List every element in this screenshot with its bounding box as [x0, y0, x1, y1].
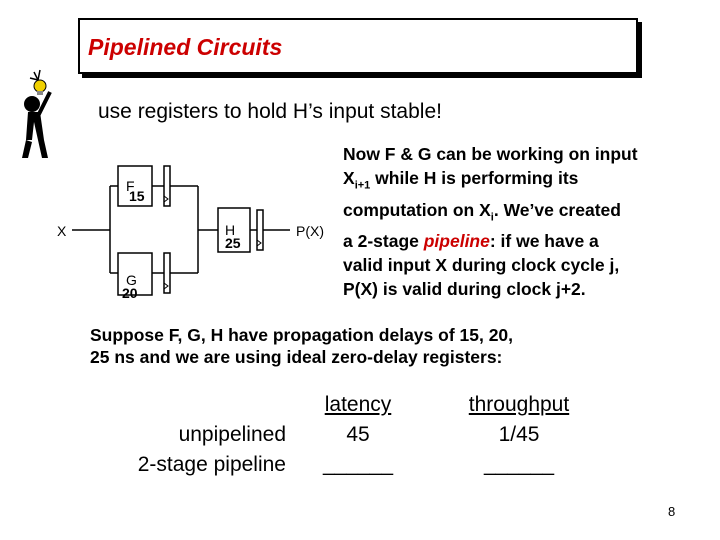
- pipeline-description: Now F & G can be working on input Xi+1 w…: [343, 142, 693, 301]
- desc-line-2: Xi+1 while H is performing its: [343, 168, 579, 192]
- page-number: 8: [668, 504, 676, 519]
- block-h-delay: 25: [225, 235, 241, 251]
- register-f: [163, 165, 171, 207]
- suppose-line-1: Suppose F, G, H have propagation delays …: [90, 325, 514, 345]
- desc-line-6: P(X) is valid during clock j+2.: [343, 279, 586, 299]
- block-g-delay: 20: [122, 285, 138, 301]
- pipeline-term: pipeline: [423, 231, 490, 251]
- suppose-line-2: 25 ns and we are using ideal zero-delay …: [90, 347, 503, 367]
- circuit-wires: [72, 185, 290, 274]
- table-row-labels: unpipelined 2-stage pipeline: [90, 420, 286, 480]
- throughput-header: throughput: [468, 393, 570, 416]
- desc-line-5: valid input X during clock cycle j,: [343, 255, 620, 275]
- thinking-figure-icon: [22, 69, 52, 158]
- throughput-pipeline-blank: ______: [483, 453, 555, 476]
- throughput-column: throughput 1/45 ______: [448, 390, 590, 480]
- latency-header: latency: [324, 393, 392, 416]
- throughput-unpipelined: 1/45: [498, 423, 540, 446]
- block-f: F 15: [117, 165, 153, 207]
- register-h: [256, 209, 264, 251]
- row-label-pipeline: 2-stage pipeline: [137, 453, 286, 476]
- latency-pipeline-blank: ______: [322, 453, 394, 476]
- register-g: [163, 252, 171, 294]
- block-g: G 20: [117, 252, 153, 301]
- slide-subtitle: use registers to hold H’s input stable!: [98, 100, 442, 123]
- block-g-name: G: [126, 272, 137, 288]
- row-label-unpipelined: unpipelined: [178, 423, 286, 446]
- slide-title: Pipelined Circuits: [88, 34, 283, 60]
- latency-column: latency 45 ______: [310, 390, 406, 480]
- output-label: P(X): [296, 223, 324, 239]
- block-h: H 25: [217, 207, 251, 253]
- desc-line-1: Now F & G can be working on input: [343, 144, 638, 164]
- latency-unpipelined: 45: [346, 423, 370, 446]
- title-box: Pipelined Circuits: [78, 18, 638, 74]
- desc-line-4: a 2-stage pipeline: if we have a: [343, 231, 599, 251]
- block-f-name: F: [126, 178, 135, 194]
- block-h-name: H: [225, 222, 235, 238]
- block-f-delay: 15: [129, 188, 145, 204]
- input-label: X: [57, 223, 67, 239]
- desc-line-3: computation on Xi. We’ve created: [343, 199, 621, 224]
- pipeline-circuit-diagram: F 15 G 20 H 25 X P(X): [57, 165, 324, 301]
- suppose-text: Suppose F, G, H have propagation delays …: [90, 324, 630, 368]
